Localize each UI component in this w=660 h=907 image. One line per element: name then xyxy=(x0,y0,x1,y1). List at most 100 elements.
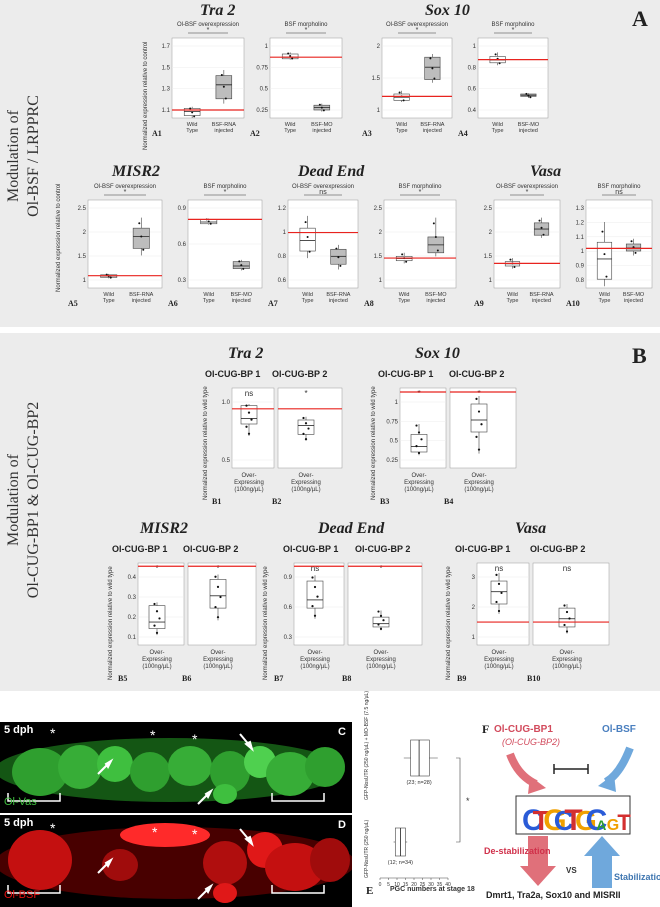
x-category-line: Over- xyxy=(242,473,257,479)
x-category-line: Type xyxy=(507,298,519,304)
y-tick-label: 2 xyxy=(472,605,476,611)
data-point xyxy=(563,604,566,607)
y-tick-label: 2 xyxy=(379,230,383,236)
x-category-line: Over- xyxy=(472,473,487,479)
data-point xyxy=(379,627,383,630)
e-x-tick-label: 35 xyxy=(437,882,443,888)
panel-id: B10 xyxy=(527,674,540,683)
y-tick-label: 0.9 xyxy=(178,206,187,212)
x-category-line: Expressing xyxy=(552,657,582,663)
plot-area xyxy=(287,199,359,289)
data-point xyxy=(434,235,437,238)
micrograph-c-age: 5 dph xyxy=(4,724,34,736)
x-category-line: Wild xyxy=(187,122,198,128)
bracket-right xyxy=(271,793,325,802)
data-point xyxy=(525,92,528,95)
data-point xyxy=(153,624,156,627)
e-top-count: (23; n=28) xyxy=(406,780,431,786)
b-tra2-bp2-heading: Ol-CUG-BP 2 xyxy=(272,369,328,379)
x-category-line: Expressing xyxy=(234,480,264,486)
x-category-line: Wild xyxy=(103,292,114,298)
gene-header-tra2-a: Tra 2 xyxy=(200,2,236,19)
x-category-line: injected xyxy=(426,298,445,304)
gene-header-sox10-b: Sox 10 xyxy=(415,345,460,362)
data-point xyxy=(155,631,159,634)
f-blue-curved-arrow xyxy=(603,746,634,786)
data-point xyxy=(529,96,532,99)
f-destab-arrowhead xyxy=(520,866,556,886)
panel-id: A4 xyxy=(458,129,468,138)
f-destab-label: De-stabilization xyxy=(484,846,551,856)
plot-subtitle: BSF morpholino xyxy=(284,22,328,28)
plot-b8: *Over-Expressing(100ng/µL)B8 xyxy=(342,553,424,683)
data-point xyxy=(527,94,530,97)
gene-header-vasa-b: Vasa xyxy=(515,520,547,537)
a-row1-ylabel: Normalized expression relative to contro… xyxy=(143,41,149,150)
box xyxy=(410,434,428,453)
panel-letter-e: E xyxy=(366,885,374,897)
motif-letter: T xyxy=(564,804,582,837)
data-point xyxy=(242,267,245,270)
asterisk-mark: * xyxy=(50,820,56,836)
data-point xyxy=(377,623,380,626)
box xyxy=(596,241,613,280)
data-point xyxy=(601,230,604,233)
x-category-line: Type xyxy=(203,298,215,304)
data-point xyxy=(216,585,220,588)
f-vs-label: VS xyxy=(566,866,577,875)
data-point xyxy=(634,251,637,254)
data-point xyxy=(538,219,541,222)
significance-mark: ns xyxy=(563,564,571,573)
micrograph-d-age: 5 dph xyxy=(4,817,34,829)
y-tick-label: 1 xyxy=(265,44,269,50)
data-point xyxy=(209,222,212,225)
f-blue-arrowhead xyxy=(598,774,616,792)
asterisk-mark: * xyxy=(192,731,198,747)
b-misr2-bp1-heading: Ol-CUG-BP 1 xyxy=(112,544,168,554)
data-point xyxy=(313,614,317,617)
y-tick-label: 1 xyxy=(581,249,585,255)
data-point xyxy=(495,600,498,604)
x-category-line: Expressing xyxy=(484,657,514,663)
plot-subtitle: BSF morpholino xyxy=(597,184,641,190)
y-tick-label: 1 xyxy=(395,400,399,406)
x-category-line: Over- xyxy=(211,650,226,656)
y-tick-label: 2.5 xyxy=(78,206,87,212)
data-point xyxy=(402,99,405,102)
f-pink-arrowhead xyxy=(528,776,546,794)
b-vasa-bp2-heading: Ol-CUG-BP 2 xyxy=(530,544,586,554)
data-point xyxy=(498,62,501,65)
b-sox10-bp2-heading: Ol-CUG-BP 2 xyxy=(449,369,505,379)
section-b-side-title-line1: Modulation of xyxy=(5,454,22,546)
x-category-label: Over-Expressing(100ng/µL) xyxy=(203,650,233,670)
x-category-line: Over- xyxy=(308,650,323,656)
section-a-side-title: Modulation of Ol-BSF / LRPPRC xyxy=(4,46,44,266)
y-tick-label: 0.2 xyxy=(128,615,137,621)
x-category-line: BSF-MO xyxy=(518,122,540,128)
e-x-tick-label: 10 xyxy=(394,882,400,888)
data-point xyxy=(155,610,159,613)
data-point xyxy=(568,617,571,620)
data-point xyxy=(432,222,435,225)
data-point xyxy=(475,435,478,438)
x-category-line: BSF-RNA xyxy=(529,292,553,298)
section-b-side-title: Modulation of Ol-CUG-BP1 & Ol-CUG-BP2 xyxy=(4,340,44,660)
y-tick-label: 0.6 xyxy=(278,278,287,284)
data-point xyxy=(304,221,307,224)
data-point xyxy=(318,103,321,106)
box xyxy=(372,616,390,628)
significance-mark: * xyxy=(304,389,307,398)
data-point xyxy=(238,260,241,263)
